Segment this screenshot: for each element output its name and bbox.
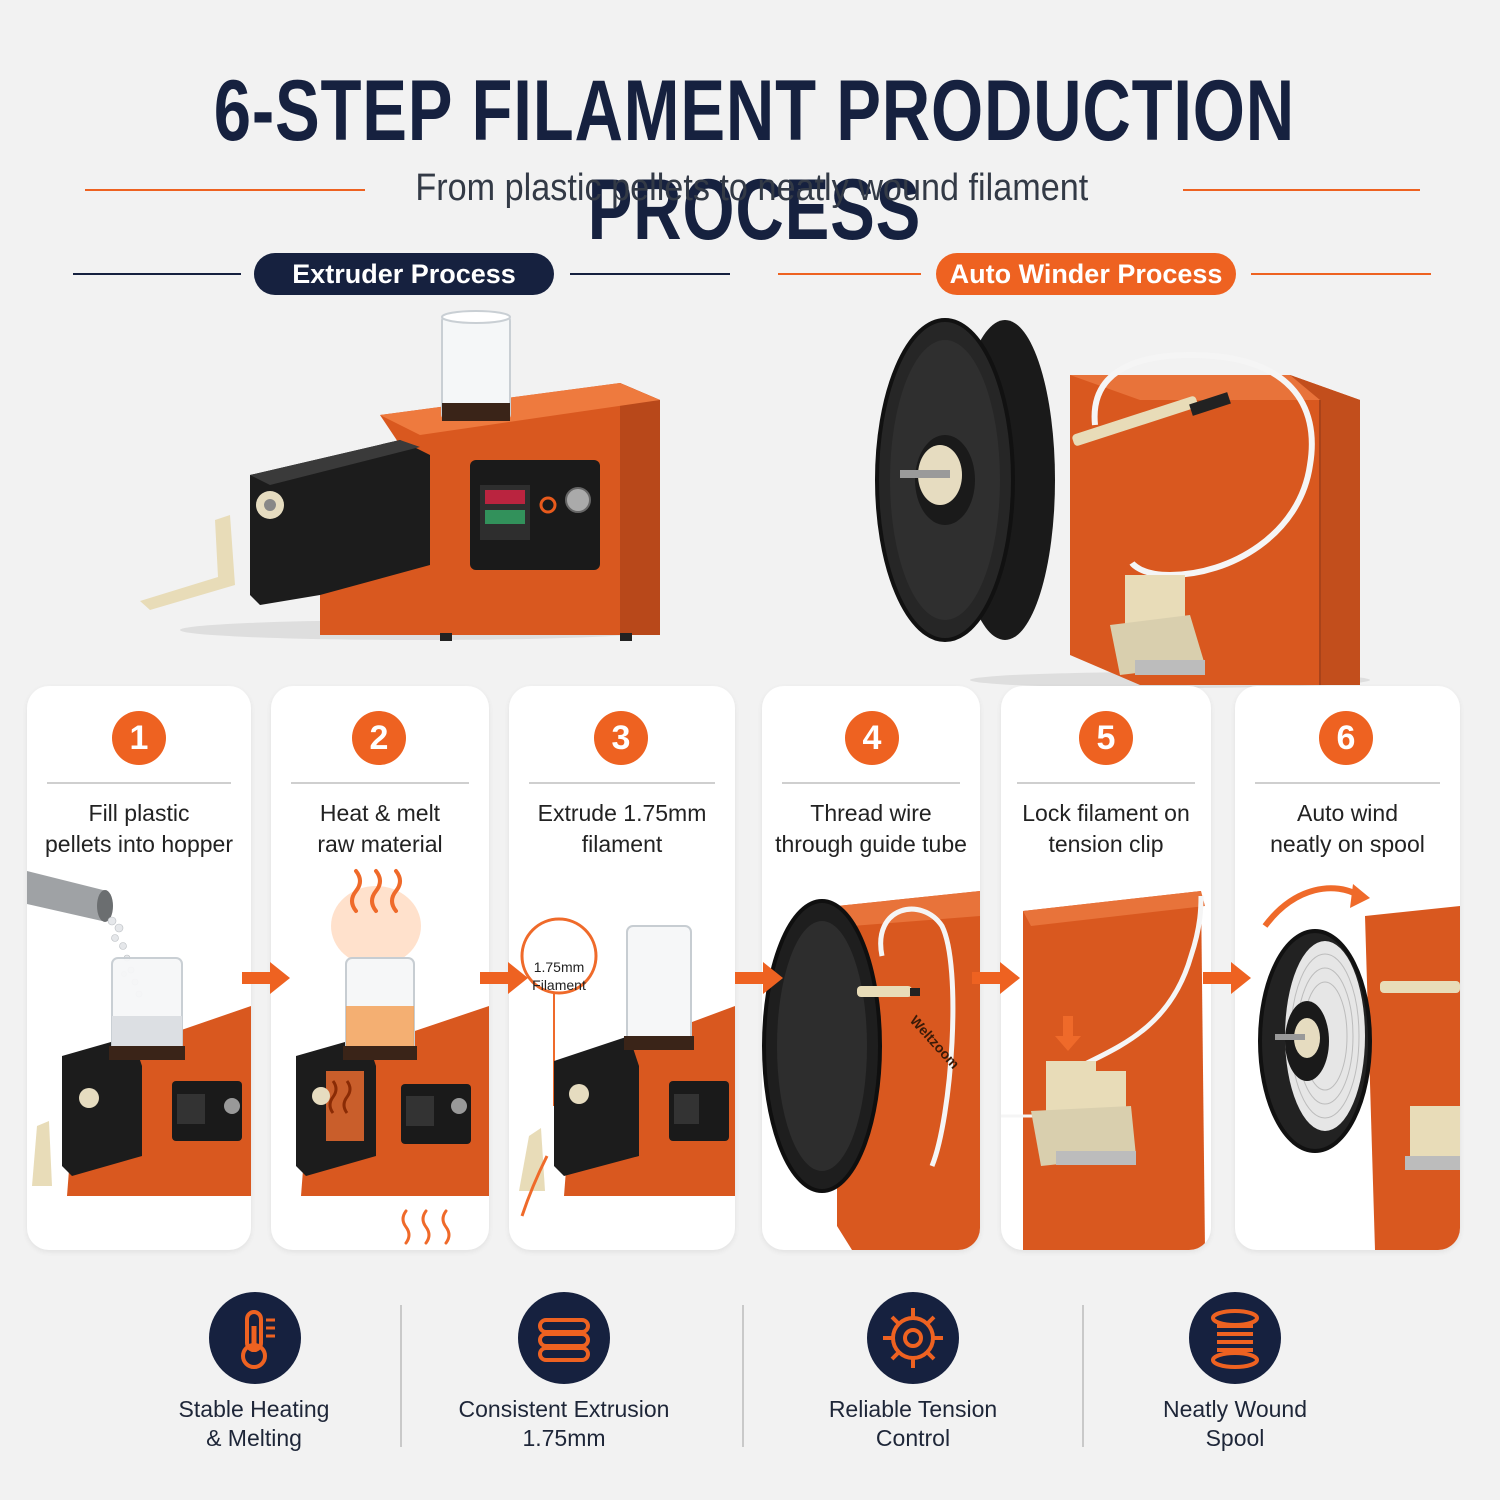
step-number-badge: 1 xyxy=(112,711,166,765)
card-divider xyxy=(47,782,231,784)
card-divider xyxy=(1255,782,1440,784)
step-4-image xyxy=(762,891,980,1250)
step-card-5: 5 Lock filament on tension clip xyxy=(1001,686,1211,1250)
feature-label-tension: Reliable Tension Control xyxy=(828,1396,998,1451)
step-number-badge: 6 xyxy=(1319,711,1373,765)
step-description: Lock filament on tension clip xyxy=(1022,800,1190,857)
step-card-6: 6 Auto wind neatly on spool xyxy=(1235,686,1460,1250)
feature-label-heating: Stable Heating & Melting xyxy=(178,1396,330,1451)
step-card-3: 3 Extrude 1.75mm filament 1.75mm Filamen… xyxy=(509,686,735,1250)
extruder-process-label: Extruder Process xyxy=(254,253,554,295)
step-number-badge: 3 xyxy=(594,711,648,765)
step-6-image xyxy=(1258,884,1460,1250)
extruder-machine-image xyxy=(140,310,660,641)
step-number-badge: 4 xyxy=(845,711,899,765)
step-5-image xyxy=(1001,891,1205,1250)
extrusion-lines-icon xyxy=(518,1292,610,1384)
filament-callout-label: 1.75mm Filament xyxy=(532,959,586,993)
feature-label-spool: Neatly Wound Spool xyxy=(1162,1396,1308,1451)
card-divider xyxy=(291,782,469,784)
step-arrow-icon xyxy=(480,962,528,994)
step-description: Auto wind neatly on spool xyxy=(1270,800,1425,857)
subtitle-line-left xyxy=(85,189,365,191)
spool-icon xyxy=(1189,1292,1281,1384)
card-divider xyxy=(782,782,960,784)
step-card-2: 2 Heat & melt raw material xyxy=(271,686,489,1250)
step-description: Fill plastic pellets into hopper xyxy=(45,800,233,857)
step-card-1: 1 Fill plastic pellets into hopper xyxy=(27,686,251,1250)
feature-divider xyxy=(400,1305,402,1447)
card-divider xyxy=(1017,782,1195,784)
step-3-image xyxy=(519,917,735,1217)
extruder-line-left xyxy=(73,273,241,275)
card-divider xyxy=(529,782,715,784)
step-number-badge: 2 xyxy=(352,711,406,765)
auto-winder-machine-image xyxy=(875,318,1370,688)
gear-icon xyxy=(867,1292,959,1384)
step-arrow-icon xyxy=(242,962,290,994)
feature-label-extrusion: Consistent Extrusion 1.75mm xyxy=(458,1396,670,1451)
step-1-image xyxy=(27,871,251,1196)
step-description: Extrude 1.75mm filament xyxy=(537,800,707,857)
page-title: 6-STEP FILAMENT PRODUCTION PROCESS xyxy=(213,63,1295,258)
step-arrow-icon xyxy=(1203,962,1251,994)
feature-divider xyxy=(1082,1305,1084,1447)
thermometer-icon xyxy=(209,1292,301,1384)
step-description: Heat & melt raw material xyxy=(317,800,443,857)
step-2-image xyxy=(296,869,489,1245)
step-arrow-icon xyxy=(735,962,783,994)
subtitle-line-right xyxy=(1183,189,1420,191)
page-subtitle: From plastic pellets to neatly wound fil… xyxy=(415,167,1089,209)
step-arrow-icon xyxy=(972,962,1020,994)
feature-divider xyxy=(742,1305,744,1447)
step-description: Thread wire through guide tube xyxy=(775,800,967,857)
winder-process-label: Auto Winder Process xyxy=(936,253,1236,295)
winder-line-left xyxy=(778,273,921,275)
extruder-line-right xyxy=(570,273,730,275)
step-card-4: 4 Thread wire through guide tube Weltzoo… xyxy=(762,686,980,1250)
subtitle-row: From plastic pellets to neatly wound fil… xyxy=(0,165,1500,215)
step-number-badge: 5 xyxy=(1079,711,1133,765)
winder-line-right xyxy=(1251,273,1431,275)
